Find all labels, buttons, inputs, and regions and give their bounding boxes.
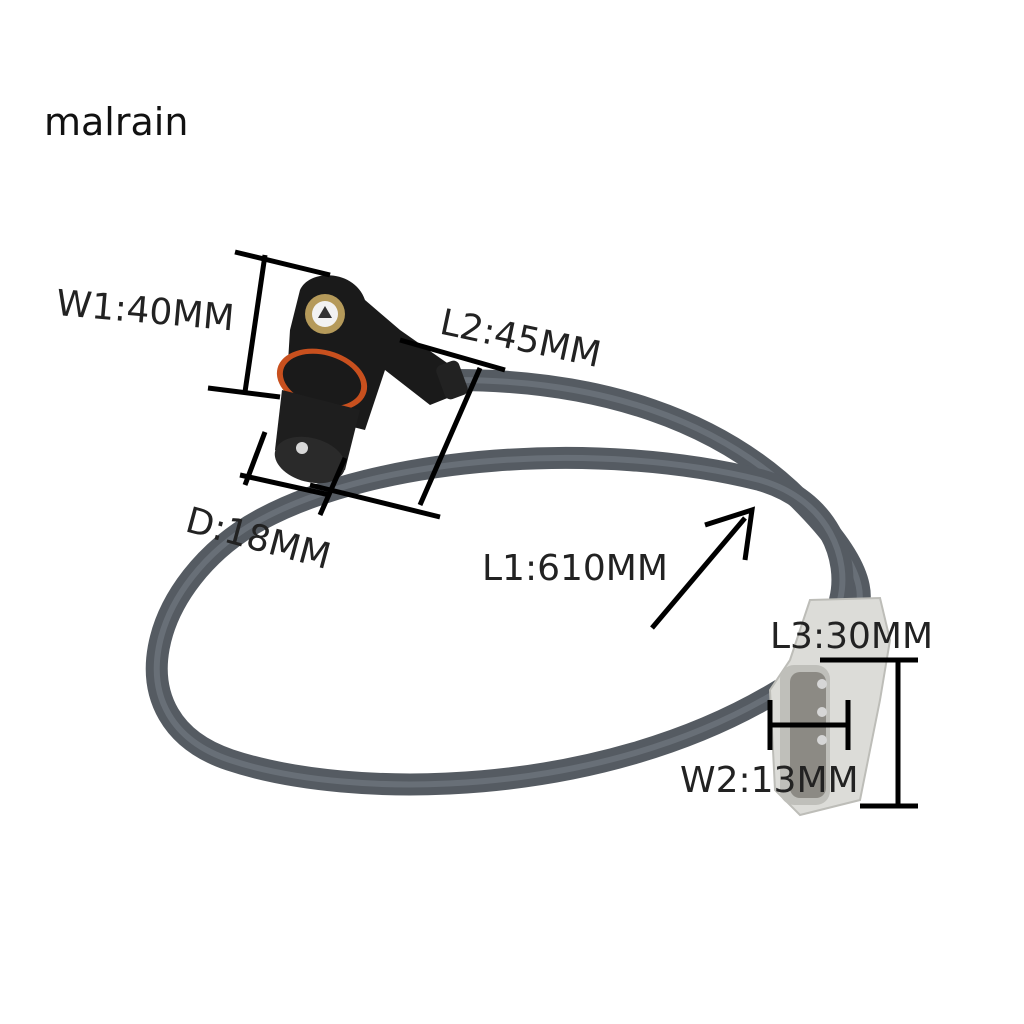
connector (768, 596, 892, 817)
sensor-body (274, 275, 468, 484)
cable (145, 369, 871, 796)
dimension-w2-label: W2:13MM (680, 760, 859, 801)
dimension-l3-label: L3:30MM (770, 616, 934, 657)
dimension-lines (207, 249, 918, 809)
dimension-l1-label: L1:610MM (482, 548, 668, 589)
brand-logo: malrain (44, 100, 189, 144)
